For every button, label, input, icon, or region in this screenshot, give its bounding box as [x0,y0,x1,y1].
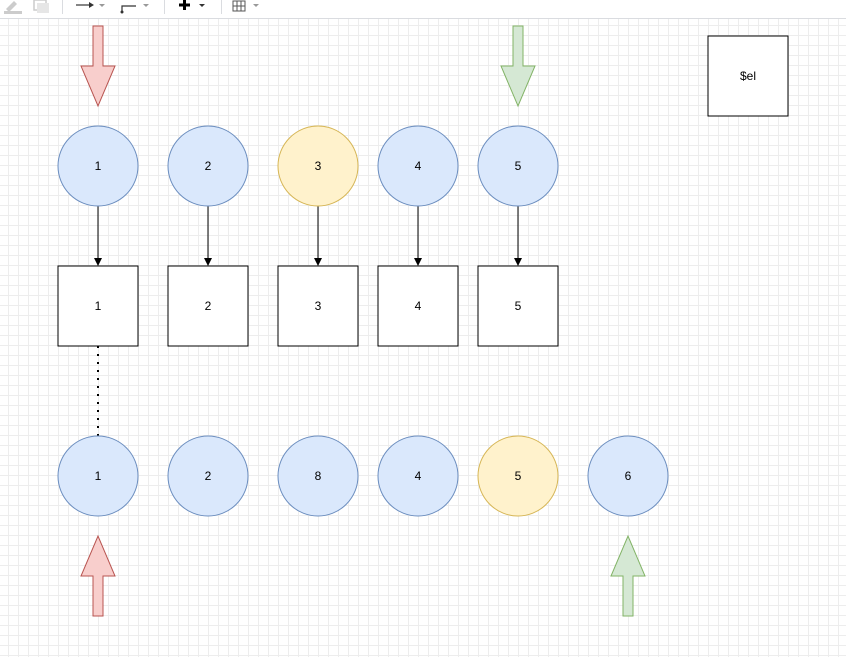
square-node[interactable]: 4 [377,265,459,347]
shadow-icon[interactable] [32,0,52,14]
top-red-arrow[interactable] [80,25,116,108]
connector-arrow[interactable] [414,206,422,266]
connectors [94,206,522,436]
circle-shape[interactable] [277,125,359,207]
circle-shape[interactable] [587,435,669,517]
node-label: 5 [515,159,522,173]
node-label: 8 [315,469,322,483]
top-circle-node[interactable]: 1 [57,125,139,207]
bottom-circle-node[interactable]: 4 [377,435,459,517]
toolbar-separator [221,0,222,14]
table-icon[interactable] [231,0,265,14]
bottom-green-arrow[interactable] [610,534,646,617]
bottom-circle-node[interactable]: 2 [167,435,249,517]
toolbar [0,0,846,19]
connector-arrow[interactable] [314,206,322,266]
node-label: 3 [315,159,322,173]
square-shape[interactable] [167,265,249,347]
node-label: 5 [515,299,522,313]
circle-shape[interactable] [277,435,359,517]
node-label: 3 [315,299,322,313]
connector-arrow[interactable] [514,206,522,266]
circle-shape[interactable] [167,435,249,517]
square-node[interactable]: 2 [167,265,249,347]
square-shape[interactable] [477,265,559,347]
top-circle-node[interactable]: 2 [167,125,249,207]
circle-shape[interactable] [167,125,249,207]
connector-arrow[interactable] [204,206,212,266]
bottom-red-arrow[interactable] [80,534,116,617]
top-green-arrow[interactable] [500,25,536,108]
toolbar-separator [164,0,165,14]
el-box-shape[interactable] [707,35,789,117]
pointer-arrows [80,25,646,617]
waypoints-icon[interactable] [118,0,152,14]
bottom-circle-node[interactable]: 8 [277,435,359,517]
bottom-circle-node[interactable]: 5 [477,435,559,517]
node-label: 2 [205,469,212,483]
top-circle-node[interactable]: 4 [377,125,459,207]
bottom-circle-node[interactable]: 6 [587,435,669,517]
circle-shape[interactable] [377,125,459,207]
node-label: 1 [95,299,102,313]
node-label: 6 [625,469,632,483]
top-circle-node[interactable]: 5 [477,125,559,207]
circle-shape[interactable] [477,435,559,517]
fill-color-icon[interactable] [2,0,24,14]
node-label: 4 [415,469,422,483]
circle-shape[interactable] [57,125,139,207]
insert-plus-icon[interactable] [176,0,210,14]
square-shape[interactable] [57,265,139,347]
circle-shape[interactable] [477,125,559,207]
square-node[interactable]: 1 [57,265,139,347]
node-label: 2 [205,159,212,173]
el-box[interactable]: $el [707,35,789,117]
square-row: 1 2 3 4 5 [57,265,559,347]
connection-arrow-icon[interactable] [74,0,108,14]
toolbar-separator [62,0,63,14]
square-shape[interactable] [277,265,359,347]
node-label: 1 [95,469,102,483]
connector-arrow[interactable] [94,206,102,266]
node-label: 1 [95,159,102,173]
node-label: 4 [415,159,422,173]
el-box-label: $el [740,69,756,83]
circle-shape[interactable] [57,435,139,517]
node-label: 5 [515,469,522,483]
square-node[interactable]: 5 [477,265,559,347]
square-shape[interactable] [377,265,459,347]
top-circle-node[interactable]: 3 [277,125,359,207]
circle-shape[interactable] [377,435,459,517]
bottom-circle-node[interactable]: 1 [57,435,139,517]
square-node[interactable]: 3 [277,265,359,347]
top-circle-row: 1 2 3 4 5 [57,125,559,207]
node-label: 4 [415,299,422,313]
node-label: 2 [205,299,212,313]
